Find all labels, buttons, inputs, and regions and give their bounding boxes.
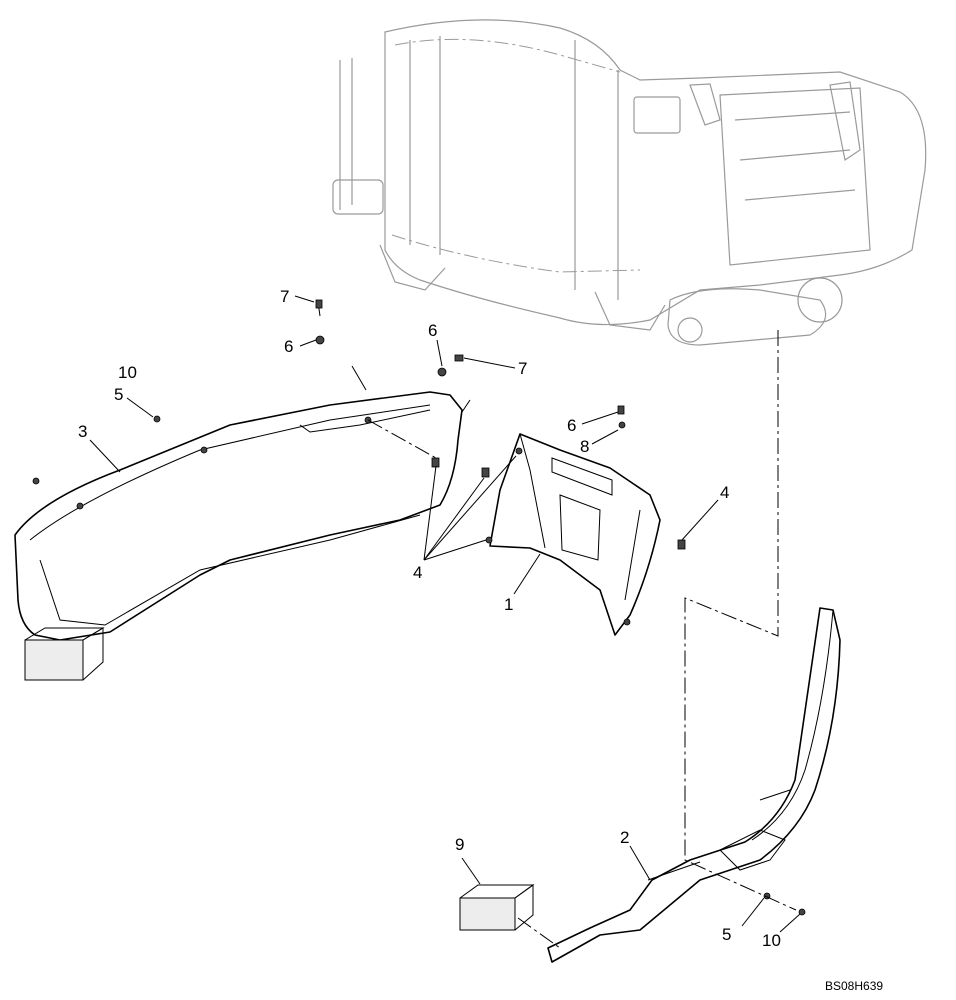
assembly-lines — [351, 330, 797, 949]
callout-8: 8 — [580, 437, 589, 456]
part-9-block — [459, 884, 535, 931]
ghost-seat-frame — [332, 19, 927, 346]
callout-1: 1 — [504, 595, 513, 614]
part-1-center-shroud — [485, 433, 661, 636]
callout-5-top: 5 — [114, 385, 123, 404]
callout-5-bottom: 5 — [722, 925, 731, 944]
callout-10-bottom: 10 — [762, 931, 781, 950]
callout-9: 9 — [455, 835, 464, 854]
callout-4-right: 4 — [720, 483, 729, 502]
diagram-code: BS08H639 — [825, 979, 883, 993]
hardware — [32, 299, 806, 916]
callout-6-mid: 6 — [428, 321, 437, 340]
callout-10-top: 10 — [118, 363, 137, 382]
part-3-side-panel — [14, 391, 463, 681]
callout-7-top: 7 — [280, 287, 289, 306]
callout-2: 2 — [620, 828, 629, 847]
leader-lines — [89, 295, 801, 933]
callout-6-top: 6 — [284, 337, 293, 356]
callout-4-left: 4 — [413, 563, 422, 582]
callout-7-right: 7 — [518, 359, 527, 378]
part-2-lower-panel — [547, 607, 841, 963]
callout-3: 3 — [78, 422, 87, 441]
callouts: 7 6 6 7 10 5 3 6 8 4 4 1 2 9 5 10 — [78, 287, 781, 950]
callout-6-right: 6 — [567, 416, 576, 435]
